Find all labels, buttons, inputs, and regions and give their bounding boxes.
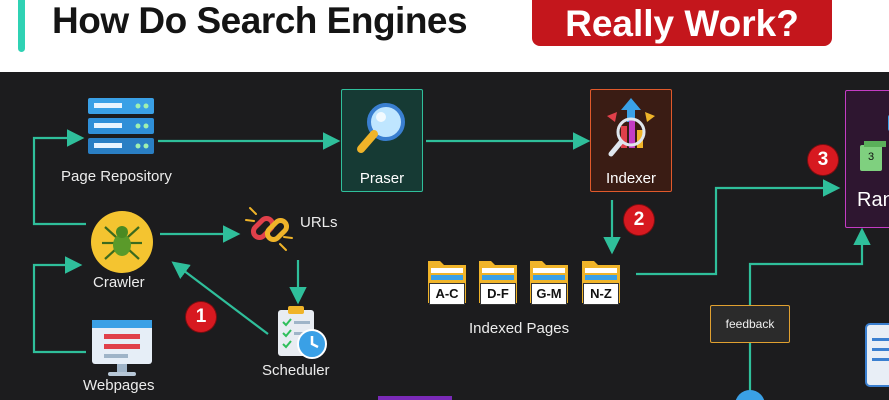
- arrow-scheduler-to-crawler: [171, 261, 269, 335]
- magnifier-icon: [354, 100, 410, 156]
- page-repository-label: Page Repository: [61, 168, 172, 185]
- step-badge-1: 1: [186, 302, 216, 332]
- flow-canvas: Page Repository Crawler: [0, 72, 889, 400]
- indexer-box: Indexer: [590, 89, 672, 192]
- feedback-node-partial: [735, 390, 765, 400]
- folder-g-m: G-M: [528, 255, 570, 309]
- document-stack-icon: [864, 322, 889, 390]
- scheduler-label: Scheduler: [262, 362, 330, 379]
- folder-d-f: D-F: [477, 255, 519, 309]
- folder-label: N-Z: [583, 283, 619, 305]
- folder-label: D-F: [480, 283, 516, 305]
- urls-label: URLs: [300, 214, 338, 231]
- page-title: How Do Search Engines: [52, 0, 468, 41]
- accent-bar: [18, 0, 25, 52]
- webpages-label: Webpages: [83, 377, 155, 394]
- arrow-folders-to-ranking: [636, 179, 841, 276]
- ranking-card-icon: 3: [858, 139, 888, 173]
- ranking-box: 3 Ran: [845, 90, 889, 228]
- arrow-crawler-to-repo: [32, 129, 86, 226]
- folder-n-z: N-Z: [580, 255, 622, 309]
- indexed-pages-label: Indexed Pages: [469, 320, 570, 337]
- step-badge-3: 3: [808, 145, 838, 175]
- step-badge-2: 2: [624, 205, 654, 235]
- indexer-label: Indexer: [605, 170, 657, 187]
- ranking-card-number: 3: [867, 151, 875, 163]
- folder-label: G-M: [531, 283, 567, 305]
- connector-layer: [32, 129, 871, 400]
- link-chain-icon: [242, 202, 298, 256]
- crawler-spider-icon: [89, 209, 155, 275]
- arrow-feedback-to-ranking: [748, 227, 871, 305]
- server-stack-icon: [86, 96, 156, 158]
- arrow-webpages-to-crawler: [32, 256, 86, 354]
- title-banner: How Do Search Engines Really Work?: [0, 0, 889, 72]
- purple-box-partial: [378, 396, 452, 400]
- folder-label: A-C: [429, 283, 465, 305]
- ranking-label: Ran: [857, 189, 889, 211]
- praser-box: Praser: [341, 89, 423, 192]
- webpage-monitor-icon: [90, 318, 154, 380]
- scheduler-clipboard-icon: [272, 304, 330, 360]
- feedback-box: feedback: [710, 305, 790, 343]
- title-highlight: Really Work?: [532, 0, 832, 46]
- indexer-analytics-icon: [601, 96, 661, 158]
- praser-label: Praser: [359, 170, 405, 187]
- folder-a-c: A-C: [426, 255, 468, 309]
- crawler-label: Crawler: [93, 274, 145, 291]
